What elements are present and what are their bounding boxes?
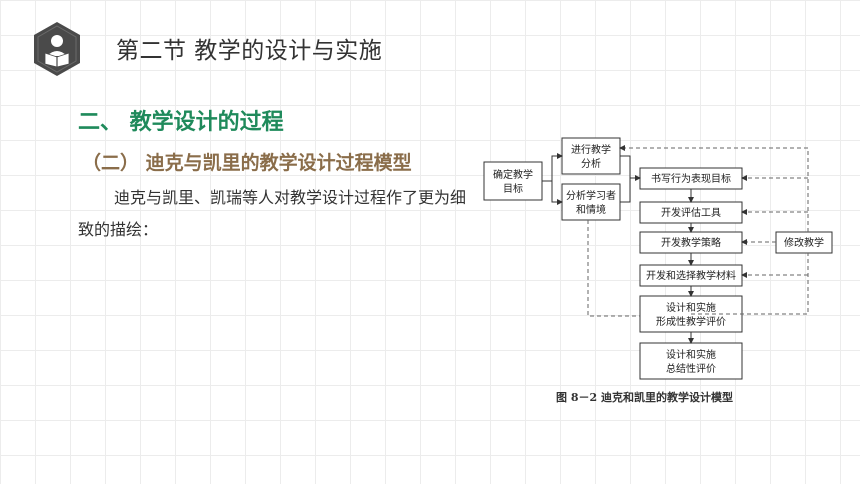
section-heading: 二、 教学设计的过程	[78, 110, 284, 135]
node-assessment-label: 开发评估工具	[661, 206, 721, 219]
node-summative-label-2: 总结性评价	[666, 362, 716, 375]
node-formative-label-2: 形成性教学评价	[656, 315, 726, 328]
node-summative	[639, 342, 743, 380]
node-analysis-label-1: 进行教学	[571, 143, 611, 156]
subsection-heading: （二） 迪克与凯里的教学设计过程模型	[82, 152, 412, 174]
body-paragraph: 迪克与凯里、凯瑞等人对教学设计过程作了更为细致的描绘：	[78, 188, 467, 239]
node-objectives-label: 书写行为表现目标	[651, 172, 731, 185]
node-analysis-label-2: 分析	[581, 157, 601, 170]
dick-carey-model-diagram: 确定教学 目标 进行教学 分析 分析学习者 和情境 书写行为表现目标 开发评估工…	[483, 137, 833, 404]
figure-caption: 图 8－2 迪克和凯里的教学设计模型	[556, 390, 733, 404]
node-formative-label-1: 设计和实施	[666, 301, 716, 314]
reader-book-icon	[34, 22, 80, 76]
page-title: 第二节 教学的设计与实施	[116, 38, 383, 64]
node-summative-label-1: 设计和实施	[666, 348, 716, 361]
node-goal-label-2: 目标	[503, 183, 523, 195]
node-revise-label: 修改教学	[784, 236, 824, 249]
node-materials-label: 开发和选择教学材料	[646, 269, 736, 282]
node-goal	[483, 161, 543, 201]
node-goal-label-1: 确定教学	[493, 168, 533, 181]
node-learner-label-1: 分析学习者	[566, 189, 616, 202]
node-analysis	[561, 137, 621, 175]
node-learner-label-2: 和情境	[576, 203, 606, 216]
node-strategy-label: 开发教学策略	[661, 236, 721, 249]
